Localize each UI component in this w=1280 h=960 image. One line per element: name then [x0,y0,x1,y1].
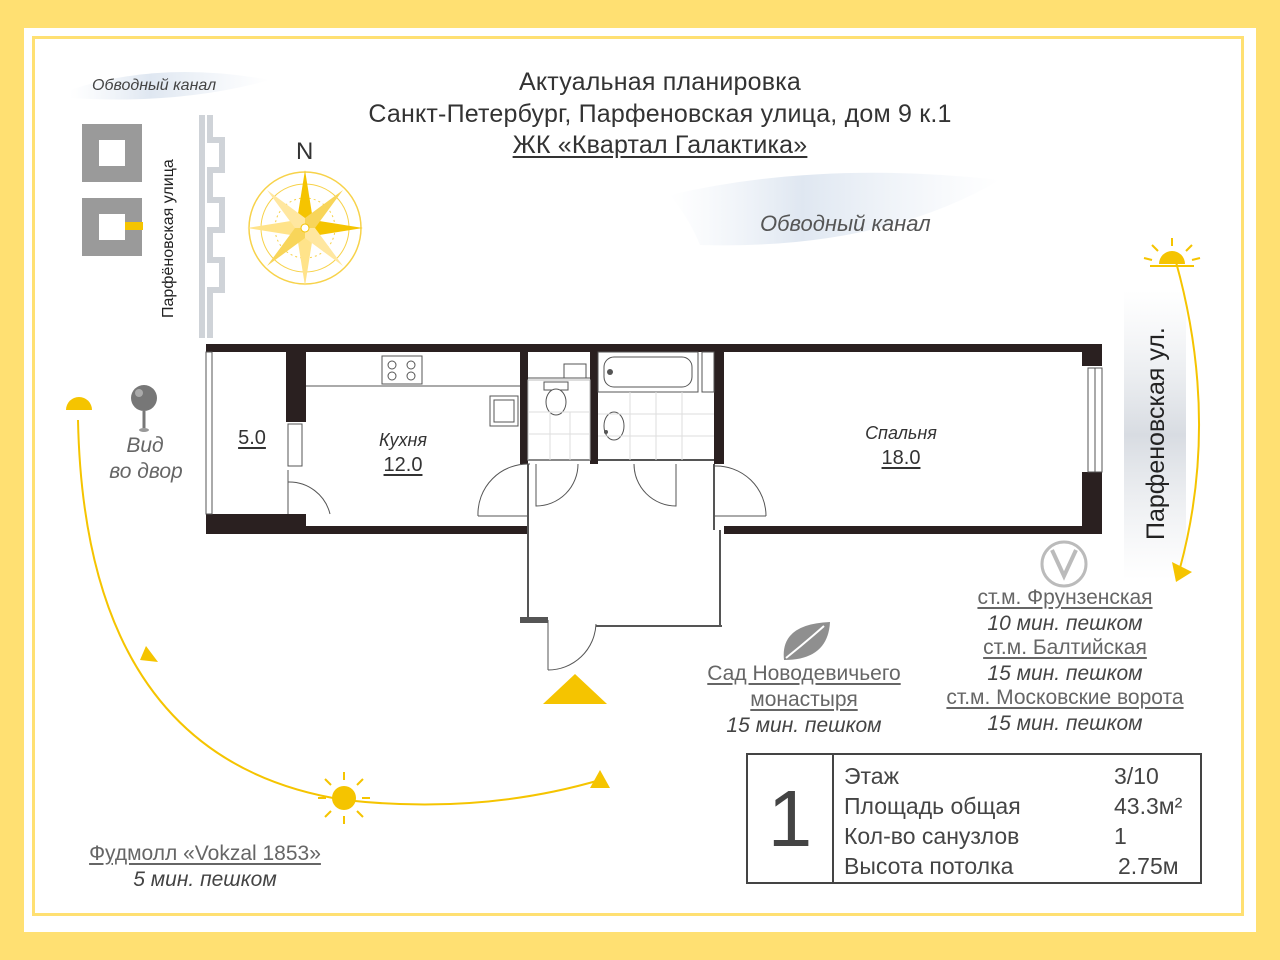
sun-top-right [1143,238,1201,267]
metro-logo-icon [1040,540,1088,588]
ceiling-height-label: Высота потолка [844,853,1014,879]
compass-rose [247,170,363,286]
metro-moskovskie-vorota-link[interactable]: ст.м. Московские ворота [946,686,1184,709]
sun-path-right-arc [1175,261,1200,569]
bathrooms-value: 1 [1114,823,1127,849]
compass-north-label: N [296,138,314,165]
view-pin-icon [131,385,157,432]
view-label-line1: Вид [126,434,164,457]
canal-center-shape [670,172,1000,246]
zigzag-fence [199,115,225,338]
area-label: Площадь общая [844,793,1021,819]
apartment-plan [205,344,1103,671]
metro-frunzenskaya-link[interactable]: ст.м. Фрунзенская [977,586,1153,609]
stove-icon [381,355,423,385]
canal-top-left-shape [70,72,270,100]
poi-metro-frunzenskaya: ст.м. Фрунзенская 10 мин. пешком ст.м. Б… [920,586,1210,736]
bedroom-area: 18.0 [881,447,921,469]
poi-novodevichy-garden: Сад Новодевичьего монастыря 15 мин. пешк… [676,662,932,738]
kitchen-area: 12.0 [383,454,423,476]
bedroom-name: Спальня [865,423,937,443]
garden-link-line1[interactable]: Сад Новодевичьего [707,662,901,685]
title-heading: Актуальная планировка [518,68,802,96]
inner-frame [32,36,1244,916]
bathrooms-label: Кол-во санузлов [844,823,1020,849]
floor-label: Этаж [844,763,899,789]
leaf-icon [783,622,830,660]
balcony-area: 5.0 [238,427,266,449]
complex-name-wrap: ЖК «Квартал Галактика» [300,131,1020,160]
sunset-half-sun [66,397,92,410]
street-label-right: Парфеновская ул. [1142,327,1170,540]
poi-foodmall: Фудмолл «Vokzal 1853» 5 мин. пешком [60,842,350,892]
metro-frunzenskaya-walk: 10 мин. пешком [987,612,1143,635]
garden-walk: 15 мин. пешком [726,714,882,737]
sun-path-arrow-1 [140,646,158,662]
bathtub-icon [597,351,699,393]
sink-icon [489,395,519,427]
street-label-left: Парфёновская улица [160,159,177,318]
toilet-icon [527,363,591,461]
garden-link-line2[interactable]: монастыря [750,688,858,711]
sun-path-arrow-2 [590,770,610,788]
apartment-info-box: 1 Этаж 3/10 Площадь общая 43.3м² Кол-во … [746,753,1202,884]
address-line: Санкт-Петербург, Парфеновская улица, дом… [368,100,952,128]
kitchen-name: Кухня [379,430,427,450]
metro-baltiyskaya-link[interactable]: ст.м. Балтийская [983,636,1147,659]
right-street-band [1124,290,1186,580]
sun-bottom [318,772,370,824]
metro-moskovskie-vorota-walk: 15 мин. пешком [987,712,1143,735]
area-value: 43.3м² [1114,793,1183,819]
canal-label-top-left: Обводный канал [92,77,217,94]
rooms-count: 1 [748,755,834,882]
ceiling-height-value: 2.75м [1118,853,1179,879]
entrance-triangle [543,674,607,704]
floor-value: 3/10 [1114,763,1159,789]
complex-name-link[interactable]: ЖК «Квартал Галактика» [512,131,808,159]
view-label-line2: во двор [109,460,183,483]
canal-label-center: Обводный канал [760,211,931,236]
foodmall-walk: 5 мин. пешком [133,868,277,891]
washbasin-icon [603,411,625,441]
site-buildings [82,124,143,256]
sun-path-arc [77,419,601,806]
metro-baltiyskaya-walk: 15 мин. пешком [987,662,1143,685]
sun-path-arrow-3 [1172,562,1192,582]
foodmall-link[interactable]: Фудмолл «Vokzal 1853» [89,842,321,865]
